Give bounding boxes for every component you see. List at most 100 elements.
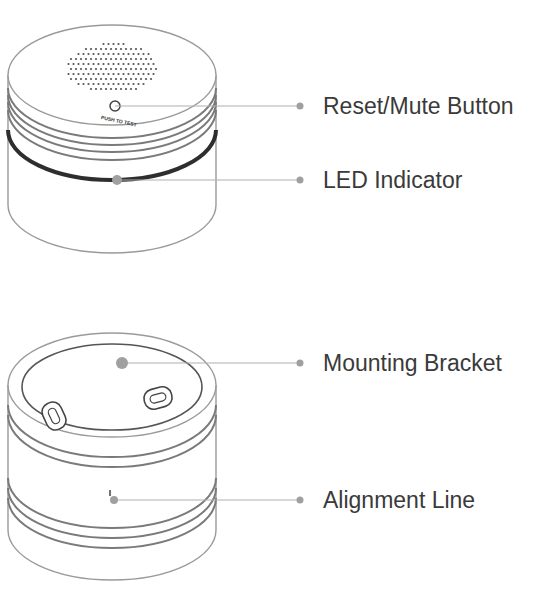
grill-hole [92,83,94,85]
grill-hole [107,43,109,45]
grill-hole [110,58,112,60]
grill-hole [105,68,107,70]
grill-hole [85,48,87,50]
grill-hole [132,73,134,75]
grill-hole [150,78,152,80]
grill-hole [125,48,127,50]
grill-hole [152,73,154,75]
grill-hole [100,58,102,60]
part-label: Reset/Mute Button [323,95,514,118]
grill-hole [125,58,127,60]
grill-hole [105,78,107,80]
grill-hole [97,53,99,55]
grill-hole [135,88,137,90]
grill-hole [80,58,82,60]
grill-hole [100,78,102,80]
grill-hole [142,53,144,55]
grill-hole [110,48,112,50]
grill-hole [92,73,94,75]
ridge [8,478,216,528]
grill-hole [120,48,122,50]
grill-hole [125,68,127,70]
grill-hole [97,63,99,65]
grill-hole [130,48,132,50]
leader-dot [110,496,118,504]
grill-hole [132,63,134,65]
grill-hole [135,48,137,50]
grill-hole [102,53,104,55]
grill-hole [117,73,119,75]
grill-hole [140,58,142,60]
grill-hole [110,68,112,70]
grill-hole [120,68,122,70]
grill-hole [150,68,152,70]
grill-hole [67,73,69,75]
leader-lines [110,103,304,505]
ridge [8,498,216,548]
grill-hole [95,48,97,50]
grill-hole [130,88,132,90]
grill-hole [90,78,92,80]
leader-dot [112,175,122,185]
grill-hole [105,88,107,90]
grill-hole [145,68,147,70]
grill-hole [135,58,137,60]
led-ring [8,130,216,180]
top-face [8,25,216,125]
bottom-device [8,333,216,580]
grill-hole [147,63,149,65]
bottom-face [8,333,216,437]
grill-hole [70,78,72,80]
grill-hole [122,53,124,55]
grill-hole [82,83,84,85]
grill-hole [80,78,82,80]
grill-hole [110,78,112,80]
grill-hole [142,63,144,65]
grill-hole [127,83,129,85]
grill-hole [107,83,109,85]
grill-hole [155,68,157,70]
leader-line [114,499,300,500]
grill-hole [137,53,139,55]
grill-hole [112,73,114,75]
grill-hole [100,48,102,50]
grill-hole [70,58,72,60]
grill-hole [110,88,112,90]
grill-hole [145,58,147,60]
grill-hole [67,63,69,65]
ridge [8,110,216,160]
grill-hole [87,63,89,65]
grill-hole [80,68,82,70]
grill-hole [100,68,102,70]
grill-hole [120,58,122,60]
grill-hole [127,73,129,75]
grill-hole [87,53,89,55]
grill-hole [137,83,139,85]
grill-hole [90,68,92,70]
grill-hole [82,73,84,75]
leader-line [115,105,300,106]
grill-hole [125,78,127,80]
grill-hole [115,68,117,70]
grill-hole [135,78,137,80]
grill-hole [130,58,132,60]
grill-hole [90,48,92,50]
grill-hole [95,88,97,90]
grill-hole [122,63,124,65]
grill-hole [75,58,77,60]
grill-hole [87,73,89,75]
grill-hole [127,63,129,65]
grill-hole [112,63,114,65]
part-label: Alignment Line [323,489,475,512]
grill-hole [115,48,117,50]
grill-hole [72,73,74,75]
grill-hole [115,58,117,60]
grill-hole [97,83,99,85]
grill-hole [77,53,79,55]
grill-hole [132,53,134,55]
grill-hole [147,73,149,75]
grill-hole [137,63,139,65]
grill-hole [70,68,72,70]
grill-hole [85,58,87,60]
alignment-mark [109,490,111,496]
